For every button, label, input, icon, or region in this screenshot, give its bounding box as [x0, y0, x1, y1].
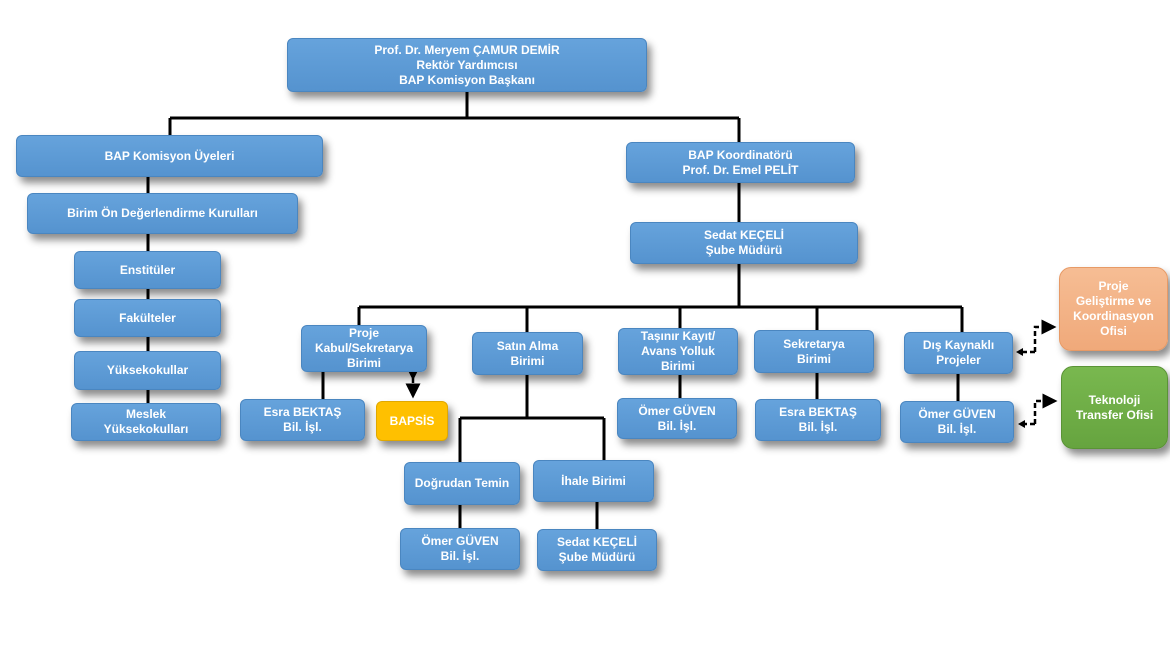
node-line: Bil. İşl. — [937, 422, 977, 436]
node-line: Şube Müdürü — [705, 243, 783, 257]
node-line: Yüksekokullar — [106, 363, 189, 377]
node-dogrudan: Doğrudan Temin — [404, 462, 520, 505]
node-line: Fakülteler — [119, 310, 176, 325]
node-line: Bil. İşl. — [440, 549, 480, 563]
node-line: Sedat KEÇELİ — [703, 228, 784, 242]
node-line: Projeler — [936, 353, 981, 367]
node-line: Birimi — [660, 359, 695, 373]
node-line: Yüksekokulları — [103, 422, 189, 436]
node-line: Birimi — [796, 351, 831, 366]
node-line: Koordinasyon — [1073, 309, 1154, 323]
node-line: Geliştirme ve — [1075, 294, 1152, 308]
node-line: Taşınır Kayıt/ — [640, 329, 716, 343]
node-line: İhale Birimi — [561, 473, 626, 488]
node-bapsis: BAPSİS — [376, 401, 448, 441]
node-line: Satın Alma — [496, 338, 559, 353]
node-line: Ömer GÜVEN — [638, 403, 716, 418]
node-line: Sekretarya — [783, 336, 845, 351]
node-line: Prof. Dr. Emel PELİT — [682, 162, 799, 177]
node-line: Transfer Ofisi — [1075, 407, 1154, 422]
node-line: Teknoloji — [1088, 392, 1141, 407]
node-line: Doğrudan Temin — [414, 476, 510, 490]
node-line: Dış Kaynaklı — [922, 338, 995, 352]
node-line: Kabul/Sekretarya — [314, 341, 414, 355]
node-line: Proje — [348, 326, 379, 340]
node-line: Esra BEKTAŞ — [263, 405, 342, 419]
node-line: Ofisi — [1100, 324, 1127, 338]
node-line: Şube Müdürü — [558, 550, 636, 564]
node-line: BAP Komisyon Başkanı — [399, 72, 535, 87]
node-line: Proje — [1098, 279, 1129, 293]
node-line: Avans Yolluk — [641, 344, 715, 358]
node-line: Birimi — [510, 353, 545, 368]
node-line: Esra BEKTAŞ — [779, 405, 857, 419]
node-line: BAPSİS — [389, 413, 435, 428]
node-fakulteler: Fakülteler — [74, 299, 221, 337]
node-line: Ömer GÜVEN — [918, 407, 996, 421]
node-line: Sedat KEÇELİ — [556, 535, 637, 549]
node-line: BAP Koordinatörü — [688, 147, 793, 162]
node-line: Birimi — [346, 356, 381, 370]
node-line: Bil. İşl. — [283, 420, 322, 434]
node-birim-on: Birim Ön Değerlendirme Kurulları — [27, 193, 298, 234]
node-line: Enstitüler — [119, 262, 176, 277]
node-enstituler: Enstitüler — [74, 251, 221, 289]
node-line: Prof. Dr. Meryem ÇAMUR DEMİR — [374, 42, 560, 57]
node-komisyon: BAP Komisyon Üyeleri — [16, 135, 323, 177]
node-line: Rektör Yardımcısı — [416, 57, 518, 72]
node-line: Meslek — [125, 407, 167, 421]
node-line: Bil. İşl. — [798, 420, 838, 434]
node-ihale: İhale Birimi — [533, 460, 654, 502]
node-line: Bil. İşl. — [657, 418, 697, 433]
node-line: Ömer GÜVEN — [421, 534, 499, 548]
node-line: BAP Komisyon Üyeleri — [104, 148, 235, 163]
node-line: Birim Ön Değerlendirme Kurulları — [67, 206, 258, 220]
node-yuksekokullar: Yüksekokullar — [74, 351, 221, 390]
